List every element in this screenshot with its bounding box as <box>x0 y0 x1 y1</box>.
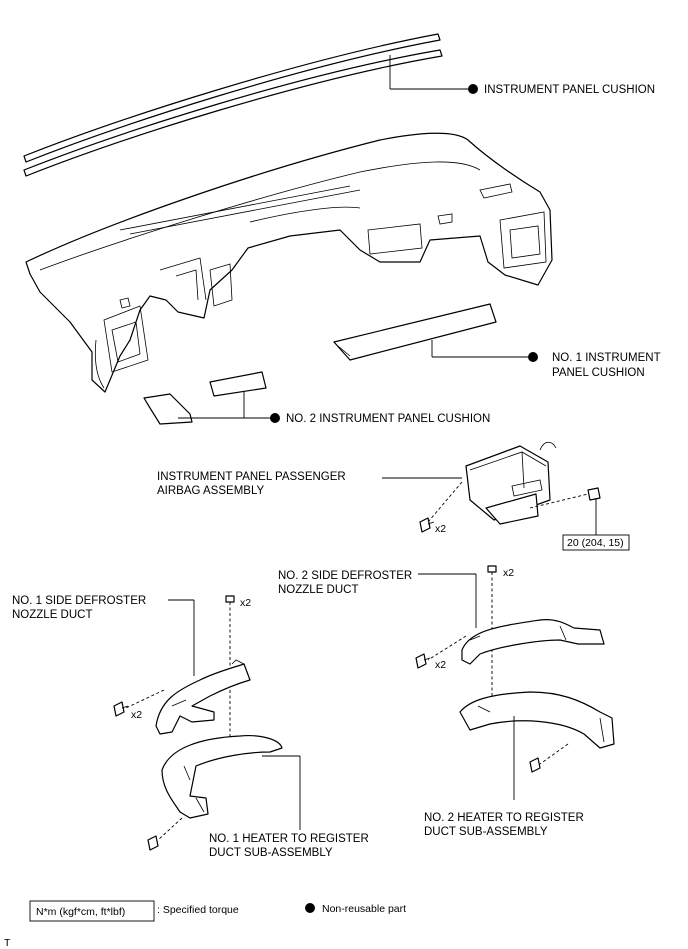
no1-side-defroster-bolt-axis <box>125 689 165 709</box>
nonreusable-marker <box>270 413 280 423</box>
airbag-bolt-left-icon <box>419 517 435 533</box>
no2-side-defroster-duct <box>461 619 605 665</box>
no1-side-defroster-leader <box>168 599 195 676</box>
no1-side-defroster-screw-icon <box>225 595 235 603</box>
no2-instrument-panel-cushion-label: NO. 2 INSTRUMENT PANEL CUSHION <box>286 413 490 425</box>
no2-side-defroster-screw-quantity: x2 <box>503 567 514 579</box>
corner-mark: T <box>4 937 11 949</box>
no1-instrument-panel-cushion <box>333 303 497 361</box>
no2-heater-bolt-icon <box>529 757 541 773</box>
airbag-bolt-quantity: x2 <box>435 523 446 535</box>
no2-heater-bolt-axis <box>539 743 569 765</box>
airbag-label-line1: INSTRUMENT PANEL PASSENGER <box>157 471 346 483</box>
no2-side-defroster-label-line1: NO. 2 SIDE DEFROSTER <box>278 570 412 582</box>
instrument-panel-cushion-leader <box>389 55 478 94</box>
airbag-label-line2: AIRBAG ASSEMBLY <box>157 485 264 497</box>
airbag-assembly <box>465 441 557 525</box>
airbag-torque-box <box>562 534 630 551</box>
no1-instrument-panel-cushion-label-line1: NO. 1 INSTRUMENT <box>552 352 661 364</box>
no1-heater-bolt-axis <box>157 817 183 841</box>
nonreusable-marker <box>468 84 478 94</box>
no2-side-defroster-bolt-quantity: x2 <box>435 659 446 671</box>
no2-side-defroster-bolt-axis <box>427 635 467 661</box>
no2-instrument-panel-cushion <box>143 371 267 425</box>
no1-heater-duct <box>161 735 283 819</box>
no1-side-defroster-label-line2: NOZZLE DUCT <box>12 609 93 621</box>
no1-side-defroster-screw-quantity: x2 <box>240 597 251 609</box>
no2-side-defroster-screw-icon <box>487 565 497 573</box>
airbag-torque-value: 20 (204, 15) <box>567 537 624 549</box>
no1-side-defroster-duct <box>155 659 251 735</box>
instrument-panel-assembly <box>25 132 553 393</box>
instrument-panel-cushion-strips <box>23 33 443 177</box>
no1-instrument-panel-cushion-label-line2: PANEL CUSHION <box>552 367 645 379</box>
legend-nonreusable-icon <box>305 903 315 913</box>
legend-torque-description: : Specified torque <box>157 904 239 916</box>
legend-torque-box <box>29 900 155 922</box>
no1-heater-bolt-icon <box>147 835 159 851</box>
no1-heater-leader <box>262 755 301 830</box>
instrument-panel-cushion-label: INSTRUMENT PANEL CUSHION <box>484 84 655 96</box>
no2-heater-label-line2: DUCT SUB-ASSEMBLY <box>424 826 548 838</box>
legend-torque-unit: N*m (kgf*cm, ft*lbf) <box>36 906 125 918</box>
no2-heater-duct <box>459 691 615 749</box>
no2-heater-label-line1: NO. 2 HEATER TO REGISTER <box>424 812 584 824</box>
no2-side-defroster-leader <box>418 573 477 628</box>
no2-side-defroster-label-line2: NOZZLE DUCT <box>278 584 359 596</box>
no1-heater-label-line1: NO. 1 HEATER TO REGISTER <box>209 833 369 845</box>
no1-heater-label-line2: DUCT SUB-ASSEMBLY <box>209 847 333 859</box>
airbag-bolt-axis-right <box>529 493 589 509</box>
no1-side-defroster-bolt-quantity: x2 <box>131 709 142 721</box>
no1-side-defroster-label-line1: NO. 1 SIDE DEFROSTER <box>12 595 146 607</box>
airbag-bolt-axis-left <box>427 481 463 523</box>
nonreusable-marker <box>528 352 538 362</box>
no2-instrument-panel-cushion-leader <box>178 392 280 423</box>
legend-nonreusable-description: Non-reusable part <box>322 903 406 915</box>
no2-side-defroster-bolt-icon <box>415 653 431 669</box>
no1-instrument-panel-cushion-leader <box>431 340 538 362</box>
no1-side-defroster-bolt-icon <box>113 701 129 717</box>
airbag-bolt-right-icon <box>587 487 601 536</box>
